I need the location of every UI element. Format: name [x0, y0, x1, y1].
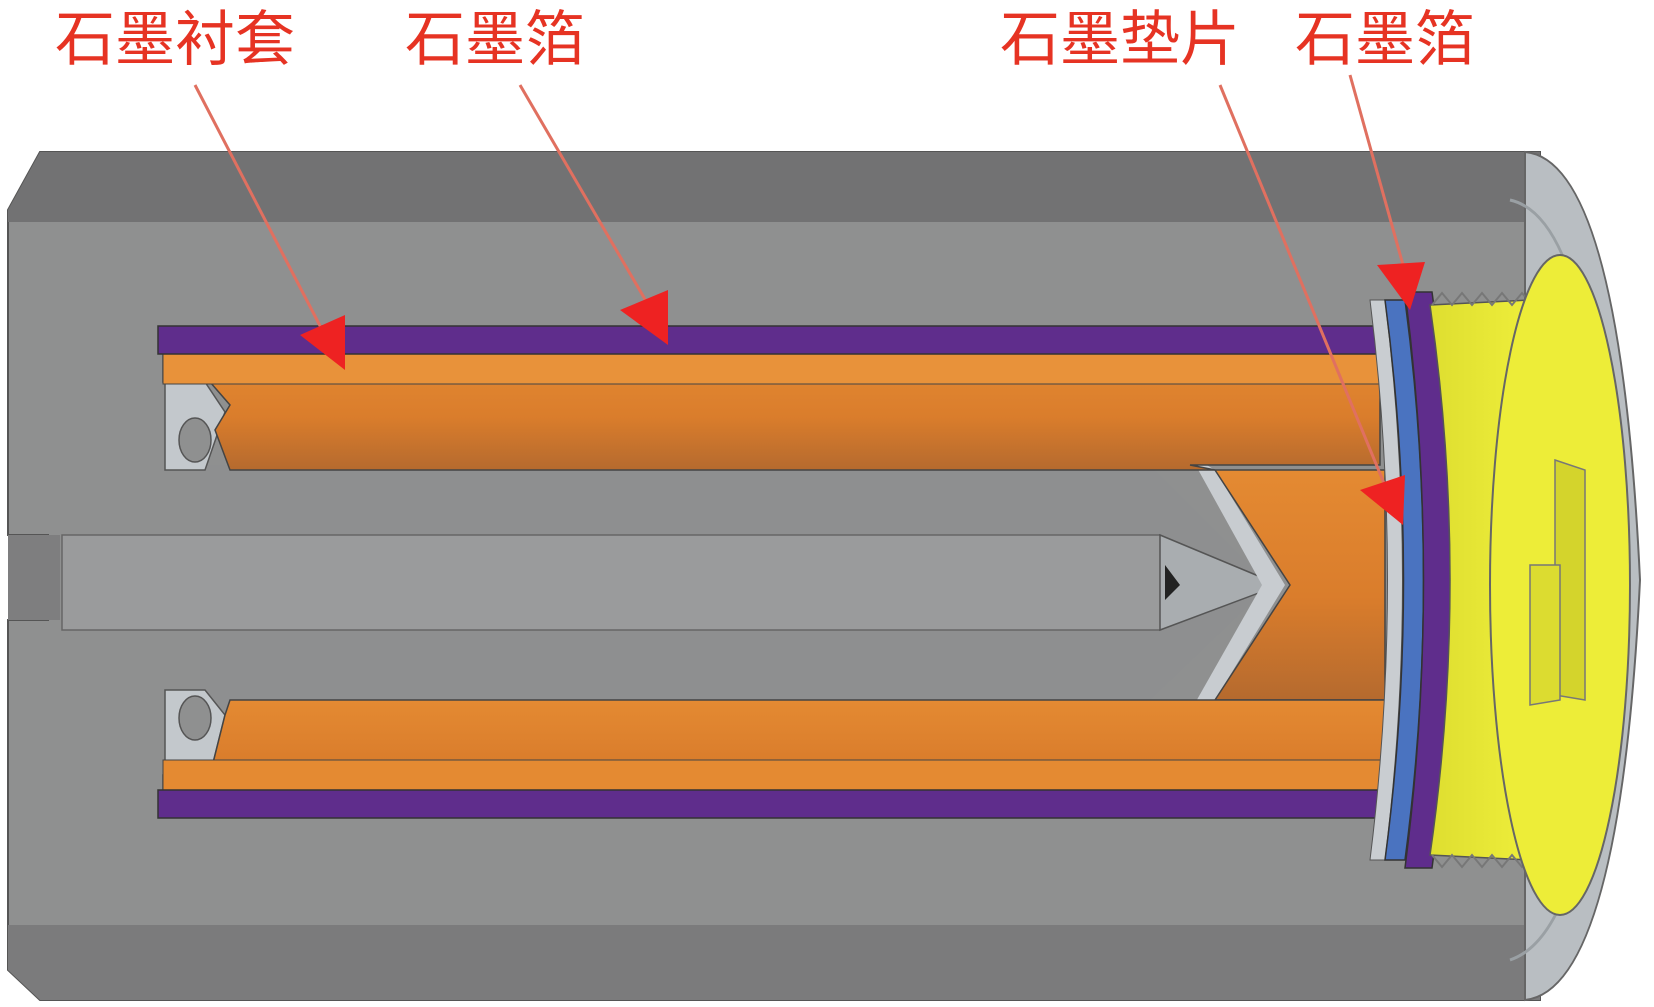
label-graphite-foil-top: 石墨箔: [405, 5, 585, 75]
arrow-foil-top-icon: [620, 290, 668, 345]
arrow-foil-end-icon: [1377, 262, 1425, 310]
graphite-foil-strips: [157, 325, 1384, 819]
graphite-lining: [162, 351, 1386, 811]
gasket-stack: [1369, 291, 1453, 869]
arrow-gasket-icon: [1360, 475, 1405, 525]
label-graphite-lining: 石墨衬套: [55, 5, 295, 75]
arrowheads: [300, 262, 1425, 525]
arrow-lining-icon: [300, 315, 345, 370]
threaded-nut: [1429, 254, 1631, 916]
label-graphite-foil-end: 石墨箔: [1295, 5, 1475, 75]
leader-lines: [193, 74, 1412, 511]
labels: 石墨衬套 石墨箔 石墨垫片 石墨箔: [55, 5, 1475, 75]
label-graphite-gasket: 石墨垫片: [1000, 5, 1240, 75]
center-bore: [61, 381, 1285, 776]
